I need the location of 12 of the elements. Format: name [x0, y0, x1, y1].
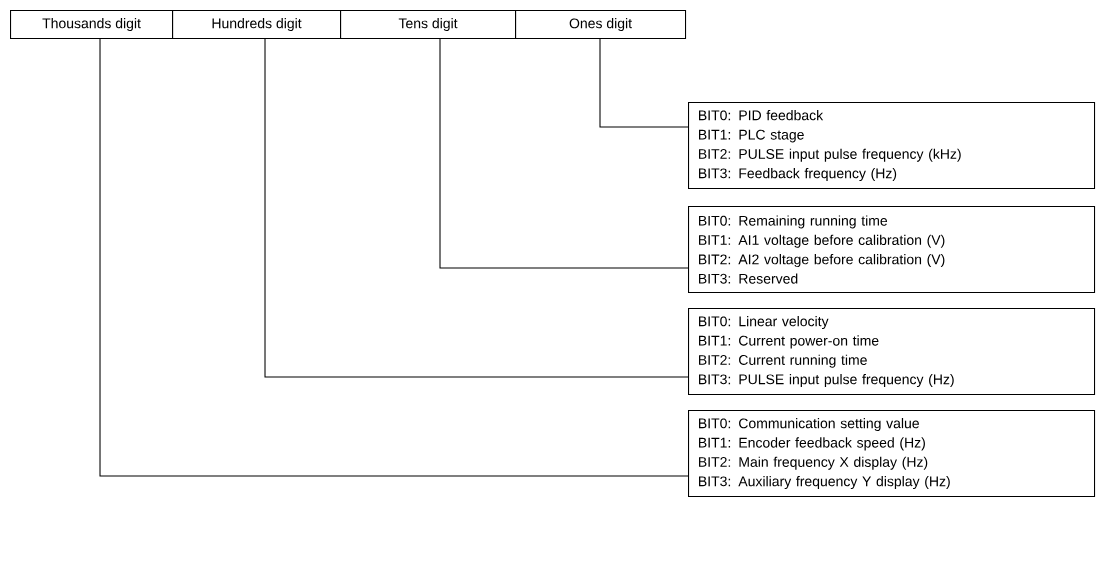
connector-line	[599, 38, 689, 128]
bit-list-box: BIT0: Linear velocity BIT1: Current power-on time BIT2: Current running time BIT3: PULSE input pulse frequency (Hz)	[688, 308, 1096, 396]
digit-box: Hundreds digit	[172, 10, 342, 40]
connector-line	[264, 38, 689, 378]
connector-line	[439, 38, 689, 269]
bit-list-box: BIT0: Communication setting value BIT1: Encoder feedback speed (Hz) BIT2: Main frequency X display (Hz) BIT3: Auxiliary frequency Y display (Hz)	[688, 410, 1096, 498]
digit-box: Ones digit	[515, 10, 687, 40]
bit-list-box: BIT0: PID feedback BIT1: PLC stage BIT2: PULSE input pulse frequency (kHz) BIT3: Feedback frequency (Hz)	[688, 102, 1096, 190]
digit-box: Tens digit	[340, 10, 517, 40]
connector-line	[99, 38, 689, 477]
bit-list-box: BIT0: Remaining running time BIT1: AI1 voltage before calibration (V) BIT2: AI2 voltage before calibration (V) BIT3: Reserved	[688, 206, 1096, 294]
digit-box: Thousands digit	[10, 10, 174, 40]
